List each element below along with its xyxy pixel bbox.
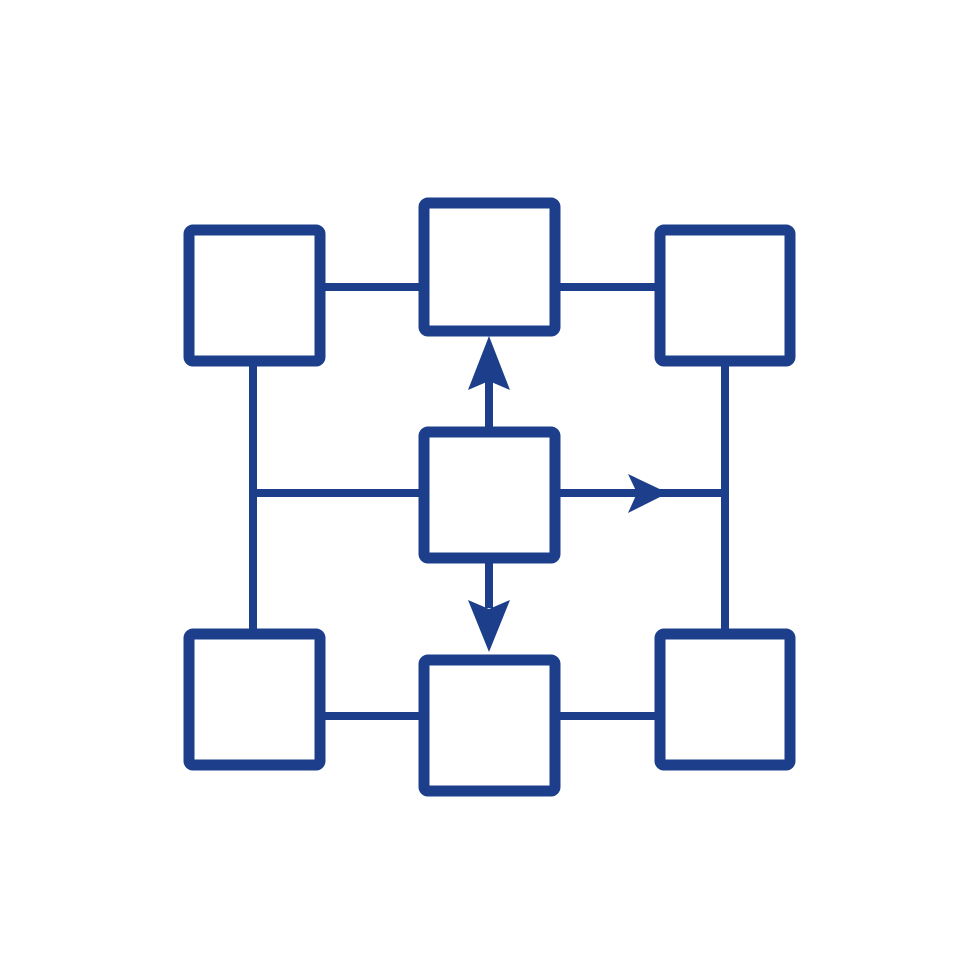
node-bottom-right	[654, 628, 796, 771]
arrow-right-head	[628, 474, 668, 513]
node-top-center	[418, 197, 561, 337]
arrow-up-head	[468, 336, 510, 390]
node-bottom-left	[183, 628, 326, 771]
node-bottom-center	[418, 654, 561, 797]
node-top-left	[183, 224, 326, 367]
arrowheads	[468, 336, 668, 652]
node-center	[418, 426, 561, 564]
node-top-right	[654, 224, 796, 367]
diagram-nodes	[183, 197, 796, 797]
arrow-down-head	[468, 600, 510, 652]
